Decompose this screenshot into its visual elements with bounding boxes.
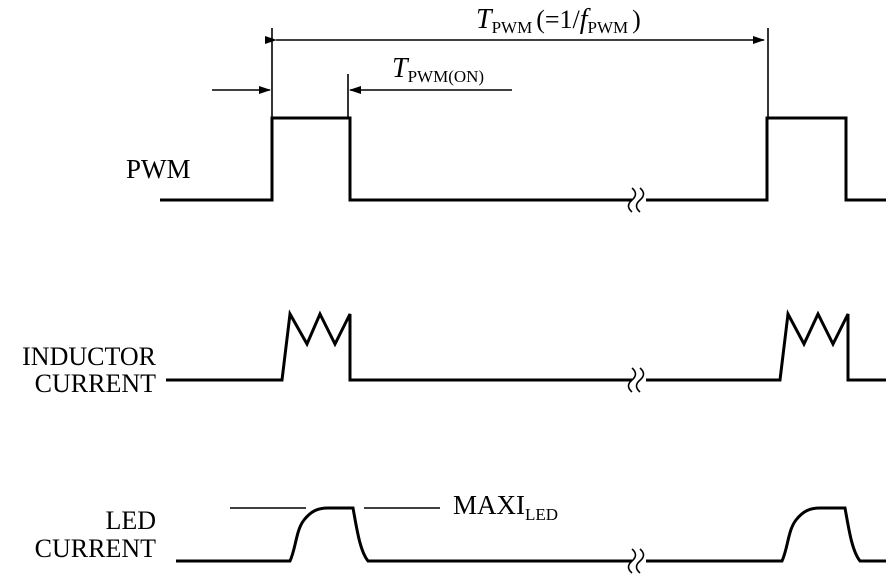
max-led-label: MAXILED [453, 490, 558, 524]
pwm-label: PWM [126, 154, 191, 184]
led-label-line1: LED [105, 506, 156, 535]
on-time-label: TPWM(ON) [392, 53, 484, 86]
led-current-signal: LED CURRENT MAXILED [35, 490, 886, 574]
pwm-break-mark [627, 187, 645, 213]
inductor-label-line1: INDUCTOR [22, 342, 157, 371]
led-break-mark [627, 548, 645, 574]
pwm-waveform-first [160, 116, 632, 202]
period-label: TPWM(=1/fPWM) [476, 4, 641, 37]
period-dimension: TPWM(=1/fPWM) [265, 4, 769, 118]
inductor-waveform-second [646, 309, 886, 382]
led-label-line2: CURRENT [35, 534, 156, 563]
pwm-signal: PWM [126, 116, 886, 213]
pwm-waveform-second [646, 116, 886, 202]
inductor-current-signal: INDUCTOR CURRENT [22, 309, 886, 398]
inductor-label-line2: CURRENT [35, 369, 156, 398]
inductor-break-mark [627, 367, 645, 393]
led-waveform-second [646, 506, 886, 563]
inductor-waveform-first [166, 309, 632, 382]
led-waveform-first [176, 506, 632, 563]
on-time-dimension: TPWM(ON) [212, 53, 512, 118]
